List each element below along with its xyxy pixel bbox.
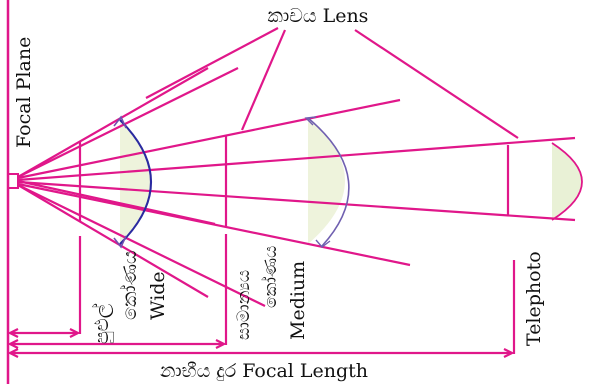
medium-arc-arrow-bottom [315,239,331,248]
sensor-box [7,173,19,189]
wide-label-si-1: පුළුල් [91,303,115,344]
lens-pointer-lines [145,27,519,139]
telephoto-rays [17,136,576,222]
medium-rays [17,98,411,267]
medium-lens-fill [308,118,345,244]
wide-label-en: Wide [147,271,169,320]
wide-arc-arrow-bottom [113,235,127,249]
wide-arc [119,119,152,245]
medium-label-si-1: සාමාන්‍යය [234,270,254,340]
wide-arc-arrow-top [113,115,127,129]
medium-label-en: Medium [287,261,309,340]
lens-title: කාචය Lens [268,5,369,27]
telephoto-arc [551,142,583,221]
telephoto-label: Telephoto [523,251,545,346]
medium-arc-arrow-top [304,116,317,126]
medium-label-si-2: කෝණය [261,246,281,308]
focal-length-label: නාභීය දුර Focal Length [160,360,368,382]
medium-arc [307,117,350,247]
dimension-arrows [7,328,515,358]
dimension-drop-lines [78,234,516,354]
focal-plane-label: Focal Plane [13,37,35,148]
wide-label-si-2: කෝණය [119,250,141,320]
wide-rays [17,67,266,307]
